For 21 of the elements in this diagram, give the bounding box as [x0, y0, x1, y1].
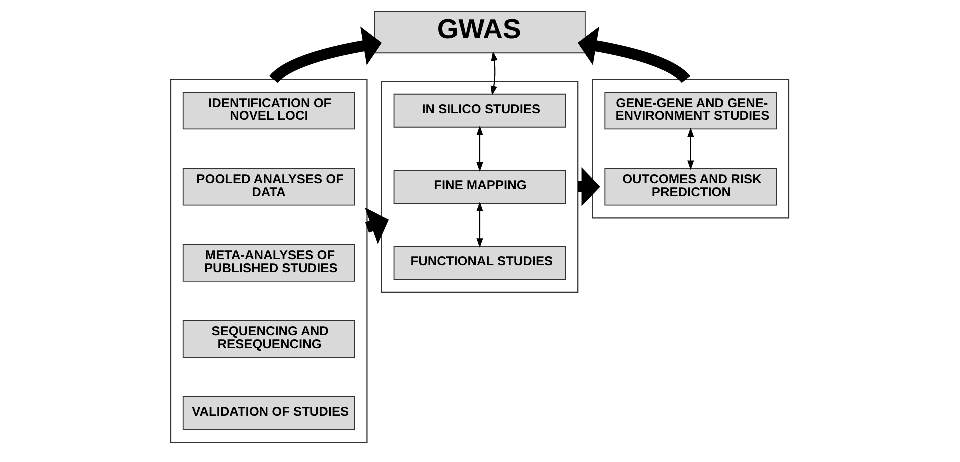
node-box: FINE MAPPING [394, 170, 566, 204]
cluster [170, 79, 368, 444]
node-box: VALIDATION OF STUDIES [182, 396, 356, 430]
node-box: SEQUENCING AND RESEQUENCING [182, 320, 356, 358]
node-box: IDENTIFICATION OF NOVEL LOCI [182, 92, 356, 130]
node-box: FUNCTIONAL STUDIES [394, 246, 566, 280]
node-box: IN SILICO STUDIES [394, 94, 566, 128]
cluster [592, 79, 790, 219]
arrow [476, 126, 484, 172]
arrow [490, 51, 498, 96]
arrow [365, 208, 390, 245]
node-box: GWAS [374, 11, 586, 54]
arrow [688, 128, 694, 170]
arrow [270, 26, 382, 84]
arrow [476, 202, 484, 248]
arrow [578, 26, 690, 84]
node-box: OUTCOMES AND RISK PREDICTION [604, 168, 778, 206]
node-box: GENE-GENE AND GENE-ENVIRONMENT STUDIES [604, 92, 778, 130]
node-box: META-ANALYSES OF PUBLISHED STUDIES [182, 244, 356, 282]
cluster [381, 81, 579, 293]
node-box: POOLED ANALYSES OF DATA [182, 168, 356, 206]
